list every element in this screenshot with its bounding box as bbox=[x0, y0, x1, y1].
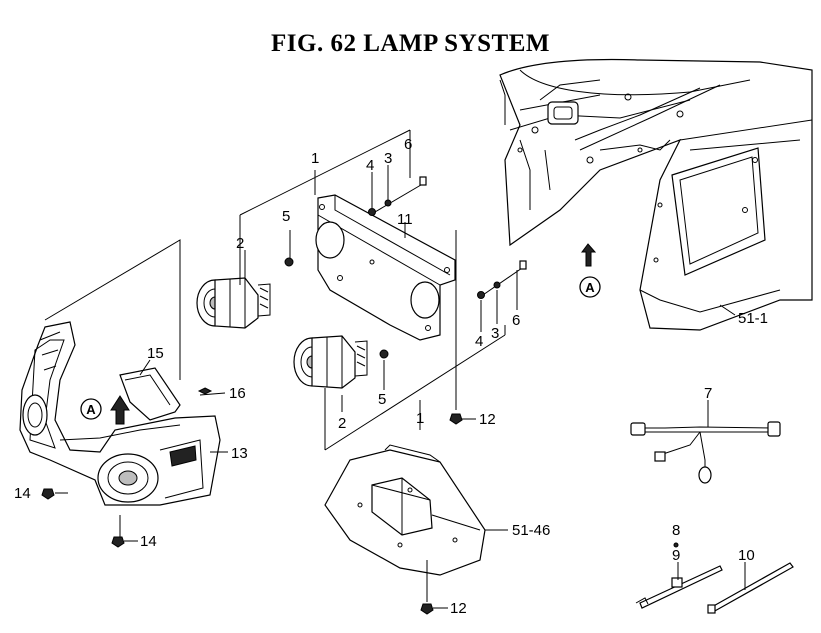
callout-6-lower: 6 bbox=[512, 312, 520, 329]
callout-11: 11 bbox=[397, 211, 413, 228]
callout-2-upper: 2 bbox=[236, 235, 244, 252]
harness-clamp-9 bbox=[635, 542, 723, 609]
view-arrow-a-lower: A bbox=[80, 395, 130, 425]
under-cover-51-46 bbox=[324, 444, 486, 576]
leader-lines bbox=[44, 129, 746, 609]
callout-2-lower: 2 bbox=[338, 415, 346, 432]
wiring-harness-7 bbox=[630, 421, 781, 484]
callout-5-lower: 5 bbox=[378, 391, 386, 408]
screw-12-bottom bbox=[420, 603, 434, 615]
callout-51-1: 51-1 bbox=[738, 310, 768, 327]
callout-5-upper: 5 bbox=[282, 208, 290, 225]
callout-3-lower: 3 bbox=[491, 325, 499, 342]
callout-6-upper: 6 bbox=[404, 136, 412, 153]
screw-16 bbox=[197, 387, 213, 395]
callout-16: 16 bbox=[229, 385, 246, 402]
view-arrow-a-upper: A bbox=[579, 243, 601, 298]
callout-7: 7 bbox=[704, 385, 712, 402]
callout-15: 15 bbox=[147, 345, 164, 362]
callout-8: 8 bbox=[672, 522, 680, 539]
callout-1-lower: 1 bbox=[416, 410, 424, 427]
headlamp-lower bbox=[293, 335, 389, 389]
fasteners-upper bbox=[368, 176, 427, 216]
view-label-a-upper: A bbox=[585, 280, 595, 295]
lamp-bracket-11 bbox=[315, 194, 456, 341]
callout-1-upper: 1 bbox=[311, 150, 319, 167]
fasteners-lower bbox=[477, 260, 527, 299]
callout-9: 9 bbox=[672, 547, 680, 564]
figure-title: FIG. 62 LAMP SYSTEM bbox=[271, 30, 550, 57]
bracket-15 bbox=[119, 367, 181, 421]
view-label-a-lower: A bbox=[86, 402, 96, 417]
headlamp-upper bbox=[196, 257, 294, 329]
cable-tie-10 bbox=[707, 562, 794, 614]
screw-14-left bbox=[41, 488, 55, 500]
callout-12-bottom: 12 bbox=[450, 600, 467, 617]
callout-13: 13 bbox=[231, 445, 248, 462]
screw-12-middle bbox=[449, 413, 463, 425]
front-cover-13 bbox=[19, 321, 221, 506]
callout-14-left: 14 bbox=[14, 485, 31, 502]
screw-14-bottom bbox=[111, 536, 125, 548]
callout-14-bottom: 14 bbox=[140, 533, 157, 550]
callout-51-46: 51-46 bbox=[512, 522, 550, 539]
callout-numbers: 1 1 2 2 3 3 4 4 5 5 6 6 7 8 9 10 11 12 1… bbox=[14, 136, 768, 617]
callout-10: 10 bbox=[738, 547, 755, 564]
callout-12-middle: 12 bbox=[479, 411, 496, 428]
body-panel-51-1 bbox=[499, 58, 813, 331]
callout-4-upper: 4 bbox=[366, 157, 374, 174]
callout-3-upper: 3 bbox=[384, 150, 392, 167]
callout-4-lower: 4 bbox=[475, 333, 483, 350]
